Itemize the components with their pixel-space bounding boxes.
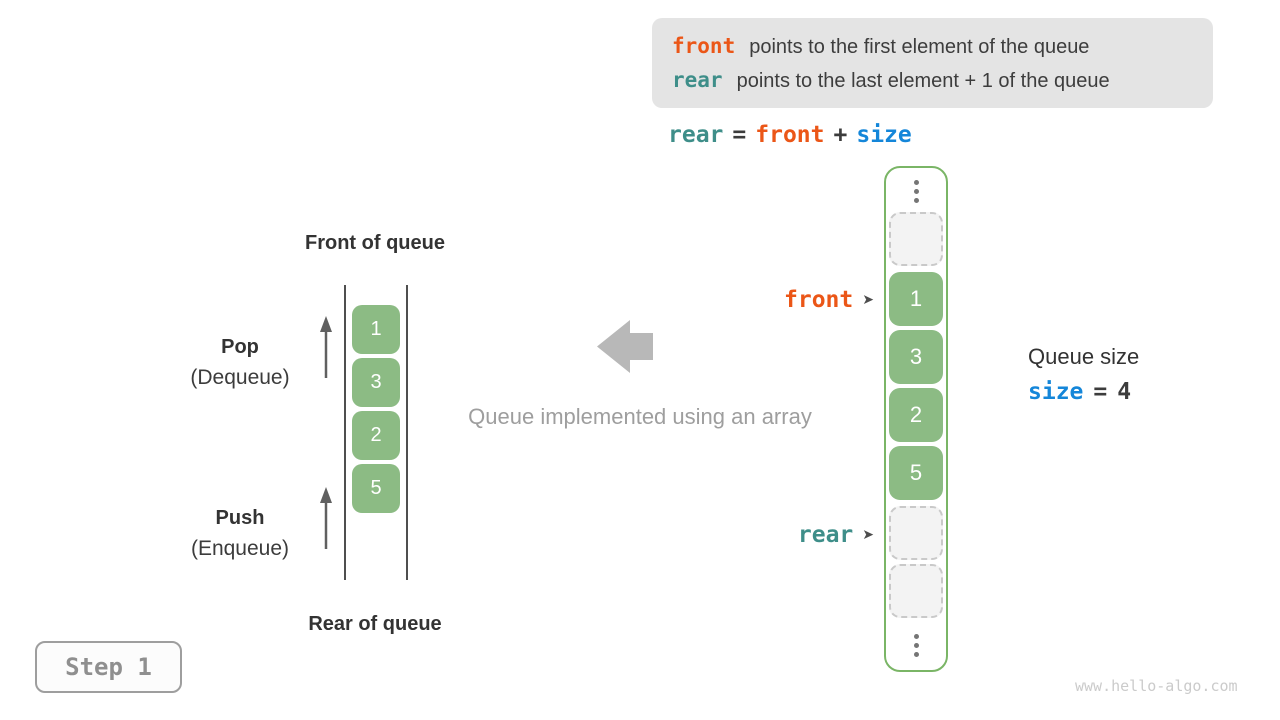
info-line-rear: rear points to the last element + 1 of t…	[672, 68, 1213, 93]
size-value: 4	[1117, 379, 1132, 405]
queue-wall-left	[344, 285, 346, 580]
pop-label: Pop	[221, 336, 259, 358]
queue-element: 1	[352, 305, 400, 354]
pointer-arrow-icon: ➤	[862, 527, 874, 543]
queue-size-expression: size = 4	[1028, 379, 1131, 405]
push-label-group: Push (Enqueue)	[165, 507, 315, 561]
pointer-arrow-icon: ➤	[862, 292, 874, 308]
array-cell: 3	[889, 330, 943, 384]
rear-description: points to the last element + 1 of the qu…	[736, 69, 1110, 92]
info-line-front: front points to the first element of the…	[672, 34, 1213, 59]
pop-label-group: Pop (Dequeue)	[165, 336, 315, 390]
formula: rear = front + size	[668, 120, 912, 150]
front-pointer: front ➤	[760, 286, 874, 314]
size-equals: =	[1093, 379, 1108, 405]
front-code-label: front	[672, 33, 736, 58]
formula-operand2: size	[856, 122, 912, 148]
queue-element: 2	[352, 411, 400, 460]
rear-pointer: rear ➤	[760, 521, 874, 549]
array-cell: 1	[889, 272, 943, 326]
queue-size-title: Queue size	[1028, 344, 1140, 369]
push-label: Push	[215, 507, 265, 529]
array-cell: 2	[889, 388, 943, 442]
front-pointer-label: front	[784, 287, 854, 313]
queue-element: 3	[352, 358, 400, 407]
dequeue-label: (Dequeue)	[190, 366, 290, 389]
info-box: front points to the first element of the…	[652, 18, 1213, 108]
vertical-ellipsis-icon	[906, 180, 926, 203]
formula-operand1: front	[755, 122, 825, 148]
size-code-label: size	[1028, 379, 1084, 405]
formula-operator: +	[833, 122, 848, 148]
push-arrow-icon	[320, 487, 332, 549]
rear-code-label: rear	[672, 67, 723, 92]
formula-lhs: rear	[668, 122, 724, 148]
queue-element: 5	[352, 464, 400, 513]
rear-pointer-label: rear	[797, 522, 854, 548]
formula-equals: =	[732, 122, 747, 148]
diagram-caption: Queue implemented using an array	[468, 404, 812, 429]
rear-of-queue-label: Rear of queue	[308, 613, 442, 635]
watermark: www.hello-algo.com	[1075, 677, 1238, 695]
array-cell-empty	[889, 212, 943, 266]
enqueue-label: (Enqueue)	[190, 537, 290, 560]
array-cell-empty	[889, 506, 943, 560]
step-badge: Step 1	[35, 641, 182, 693]
left-block-arrow-icon	[597, 320, 653, 373]
pop-arrow-icon	[320, 316, 332, 378]
front-of-queue-label: Front of queue	[305, 232, 445, 254]
queue-wall-right	[406, 285, 408, 580]
front-description: points to the first element of the queue	[749, 35, 1090, 58]
array-cell-empty	[889, 564, 943, 618]
vertical-ellipsis-icon	[906, 634, 926, 657]
array-cell: 5	[889, 446, 943, 500]
